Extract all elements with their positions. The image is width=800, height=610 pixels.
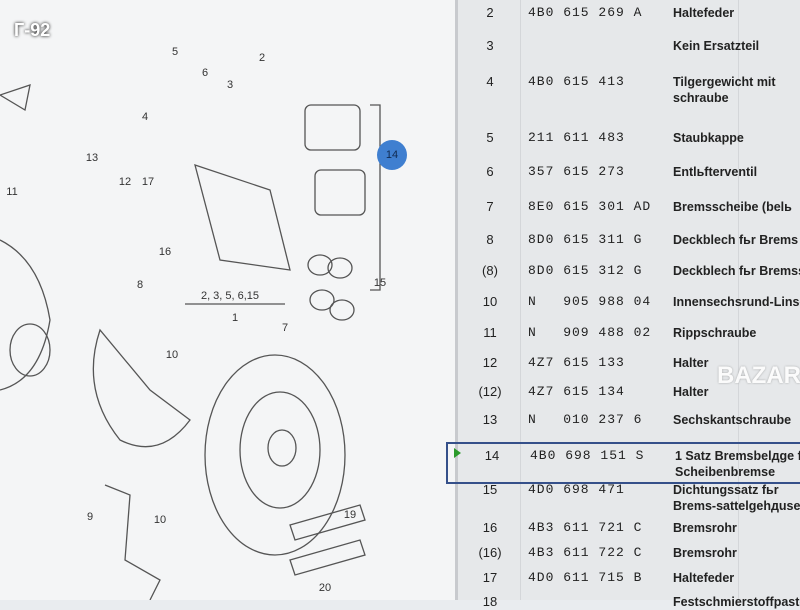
- callout-4[interactable]: 4: [141, 111, 149, 123]
- callout-16[interactable]: 16: [158, 246, 172, 258]
- position-number: 3: [486, 38, 494, 53]
- part-number: 4Z7 615 134: [528, 384, 625, 399]
- part-description: Bremsrohr: [673, 546, 737, 560]
- watermark-label: Г-92: [14, 20, 51, 40]
- position-number: 14: [484, 448, 500, 463]
- callout-6[interactable]: 6: [201, 67, 209, 79]
- part-description: Haltefeder: [673, 571, 735, 585]
- callout-1[interactable]: 1: [231, 312, 239, 324]
- callout-15[interactable]: 15: [373, 277, 387, 289]
- part-description: Deckblech fьr Bremss: [673, 264, 800, 278]
- brake-pad: [304, 104, 361, 151]
- part-description: Rippschraube: [673, 326, 757, 340]
- callout-2[interactable]: 2: [258, 52, 266, 64]
- part-number: 4B0 698 151 S: [530, 448, 645, 463]
- part-description: Deckblech fьr Brems: [673, 233, 799, 247]
- part-number: 4D0 698 471: [528, 482, 625, 497]
- position-number: 16: [482, 520, 498, 535]
- part-description: Halter: [673, 356, 709, 370]
- table-row[interactable]: 14 4B0 698 151 S 1 Satz Bremsbelдge fьr Sc…: [446, 442, 800, 484]
- part-number: N 905 988 04: [528, 294, 652, 309]
- part-number: 4B0 615 413: [528, 74, 625, 89]
- position-number: 12: [482, 355, 498, 370]
- brake-caliper: [194, 164, 291, 271]
- part-description: Innensechsrund-Linsen: [673, 295, 800, 309]
- part-number: 4Z7 615 133: [528, 355, 625, 370]
- callout-20[interactable]: 20: [318, 582, 332, 594]
- position-number: 8: [486, 232, 494, 247]
- exploded-parts-diagram: 5 6 2 3 4 13 12 17 11 16 8 10 7 9 10 19 20 15 1 2, 3, 5, 6…: [0, 0, 455, 600]
- diagram-drawing: [0, 84, 381, 600]
- part-number: 8E0 615 301 AD: [528, 199, 652, 214]
- callout-badge-14[interactable]: 14: [377, 140, 407, 170]
- callout-7[interactable]: 7: [281, 322, 289, 334]
- part-number: 4B0 615 269 A: [528, 5, 643, 20]
- callout-11[interactable]: 11: [6, 186, 18, 198]
- group-label: 2, 3, 5, 6,15: [200, 290, 260, 302]
- selected-row-arrow-icon: [454, 448, 461, 458]
- part-description: Dichtungssatz fьr Brems-sattelgehдuse: [673, 483, 800, 513]
- callout-5[interactable]: 5: [171, 46, 179, 58]
- dust-shield: [92, 328, 191, 448]
- part-number: 4D0 611 715 B: [528, 570, 643, 585]
- bazar-watermark: BAZAR: [717, 362, 800, 389]
- part-description: Sechskantschraube: [673, 413, 792, 427]
- position-number: 13: [482, 412, 498, 427]
- part-description: Festschmierstoffpaste: [673, 595, 800, 609]
- part-description: 1 Satz Bremsbelдge fьr Scheibenbremse: [675, 449, 800, 479]
- callout-10[interactable]: 10: [165, 349, 179, 361]
- position-number: 2: [486, 5, 494, 20]
- callout-19[interactable]: 19: [343, 509, 357, 521]
- position-number: 11: [483, 325, 497, 340]
- position-number: (12): [478, 384, 502, 399]
- part-description: Halter: [673, 385, 709, 399]
- position-number: 10: [482, 294, 498, 309]
- part-number: 8D0 615 311 G: [528, 232, 643, 247]
- part-description: Kein Ersatzteil: [673, 39, 760, 53]
- steering-knuckle: [0, 239, 51, 391]
- position-number: 7: [486, 199, 494, 214]
- position-number: (16): [478, 545, 502, 560]
- brake-disc: [204, 354, 346, 556]
- callout-13[interactable]: 13: [85, 152, 99, 164]
- part-description: Staubkappe: [673, 131, 744, 145]
- parts-table: 2 4B0 615 269 A Haltefeder 3 Kein Ersatzteil…: [446, 0, 800, 609]
- position-number: 6: [486, 164, 494, 179]
- part-description: Bremsscheibe (belь: [673, 200, 792, 214]
- part-description: Entlьfterventil: [673, 165, 758, 179]
- callout-12[interactable]: 12: [118, 176, 132, 188]
- part-description: Haltefeder: [673, 6, 735, 20]
- callout-10[interactable]: 10: [153, 514, 167, 526]
- part-number: N 909 488 02: [528, 325, 652, 340]
- part-number: 357 615 273: [528, 164, 625, 179]
- part-number: 4B3 611 722 C: [528, 545, 643, 560]
- position-number: (8): [482, 263, 498, 278]
- part-description: Tilgergewicht mit schraube: [673, 75, 776, 105]
- part-number: 4B3 611 721 C: [528, 520, 643, 535]
- callout-9[interactable]: 9: [86, 511, 94, 523]
- position-number: 17: [482, 570, 498, 585]
- position-number: 5: [486, 130, 494, 145]
- position-number: 15: [482, 482, 498, 497]
- position-number: 18: [482, 594, 498, 609]
- part-number: 8D0 615 312 G: [528, 263, 643, 278]
- part-number: 211 611 483: [528, 130, 625, 145]
- position-number: 4: [486, 74, 494, 89]
- callout-17[interactable]: 17: [141, 176, 155, 188]
- callout-3[interactable]: 3: [226, 79, 234, 91]
- part-description: Bremsrohr: [673, 521, 737, 535]
- part-number: N 010 237 6: [528, 412, 643, 427]
- callout-8[interactable]: 8: [136, 279, 144, 291]
